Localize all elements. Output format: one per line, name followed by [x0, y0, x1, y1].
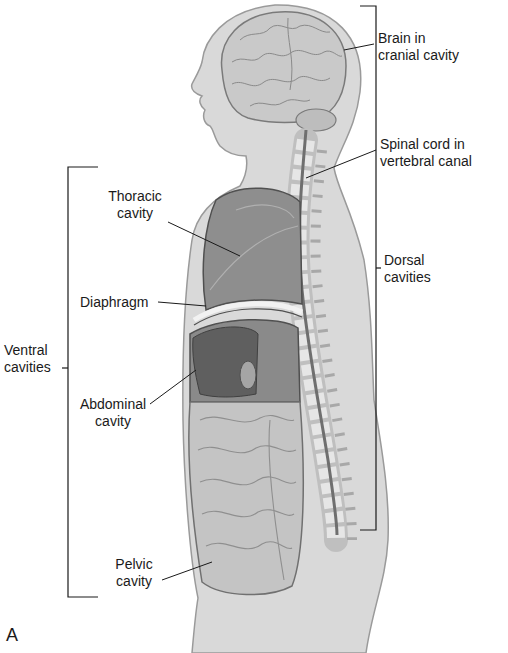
cerebellum [296, 109, 336, 131]
lung-lines [210, 205, 298, 290]
spinous-processes [315, 150, 352, 540]
part-label: Thoracic cavity [98, 188, 172, 222]
part-label: Pelvic cavity [104, 556, 164, 590]
part-label: Diaphragm [80, 294, 160, 311]
abdominal-cavity [190, 320, 300, 402]
part-label: Brain in cranial cavity [378, 30, 464, 64]
leader-line [150, 44, 376, 580]
body-silhouette [183, 5, 388, 653]
part-label: Abdominal cavity [72, 396, 154, 430]
spinal-cord [299, 130, 337, 535]
kidney [240, 361, 256, 389]
liver [193, 327, 258, 397]
intestines [189, 402, 304, 595]
part-label: Ventral cavities [4, 342, 62, 376]
part-label: Dorsal cavities [384, 252, 444, 286]
part-label: Spinal cord in vertebral canal [380, 136, 492, 170]
brain-gyri [232, 18, 342, 106]
brain [222, 12, 346, 123]
panel-letter: A [6, 624, 36, 646]
bracket [62, 6, 381, 597]
intestine-coils [198, 415, 296, 580]
thoracic-cavity [203, 188, 302, 310]
